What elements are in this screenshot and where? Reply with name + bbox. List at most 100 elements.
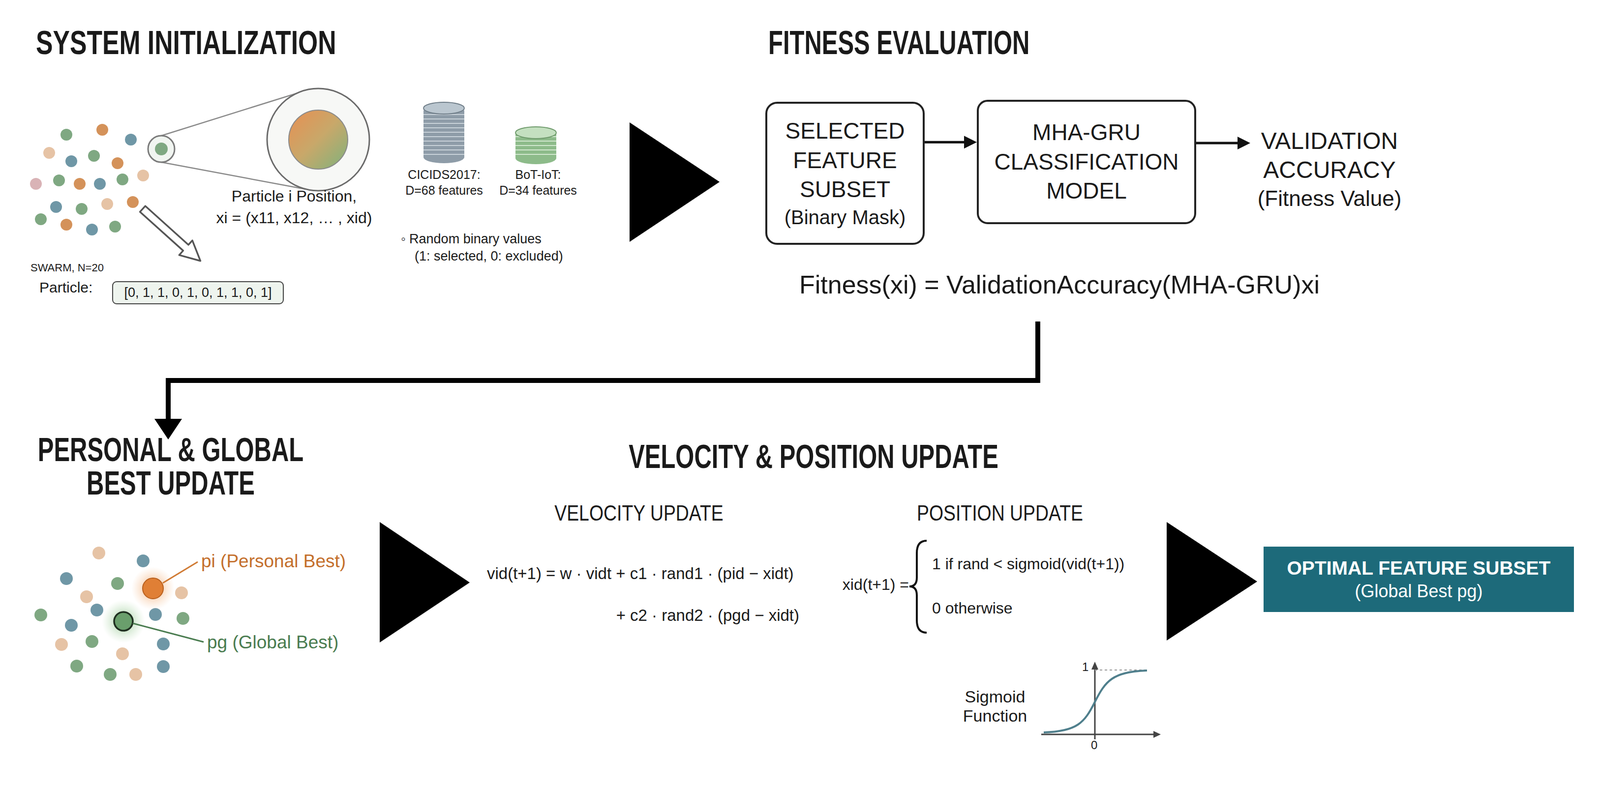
box-heading: OPTIMAL FEATURE SUBSET [1266,556,1571,581]
swarm-dot [176,612,190,626]
section-heading: FITNESS EVALUATION [768,22,1030,63]
swarm-dot [129,668,143,682]
box-heading: VALIDATION ACCURACY [1253,126,1406,185]
box-heading: MHA-GRU CLASSIFICATION MODEL [981,118,1192,207]
box-heading: SELECTED FEATURE SUBSET [770,116,920,205]
swarm-dot [30,178,42,190]
swarm-dot [149,608,162,622]
db-body [423,108,465,158]
section-heading: PERSONAL & GLOBAL BEST UPDATE [14,432,327,500]
particle-zoom [288,110,348,170]
flow-arrow [924,135,977,149]
swarm-dot [43,147,56,159]
particle-caption: Particle i Position, [171,186,418,206]
swarm-dot [111,577,124,591]
axis-tick: 0 [1090,738,1098,754]
flow-triangle [379,522,470,643]
box-subtext: (Global Best pg) [1266,580,1571,603]
swarm-dot [73,178,86,190]
swarm-dot [34,608,48,622]
swarm-dot [109,220,121,233]
swarm-dot [175,586,188,600]
swarm-dot [70,660,84,673]
magnifier [148,88,370,191]
position-formula: xid(t+1) = [785,575,909,595]
position-case: 0 otherwise [932,599,1013,618]
leader-line [132,623,204,643]
callout-label: pg (Global Best) [207,632,339,654]
axis-tick: 1 [1082,660,1089,675]
selected-particle [148,135,175,163]
swarm-dot [80,590,93,604]
swarm-dots [34,546,190,682]
swarm-dot [55,638,68,652]
sub-heading: VELOCITY UPDATE [513,500,765,527]
process-box: SELECTED FEATURE SUBSET(Binary Mask) [765,101,925,245]
swarm-dot [90,603,104,617]
swarm-dot [65,155,78,168]
swarm-dot [137,169,150,182]
axis [1041,734,1154,736]
swarm-dot [116,173,129,186]
swarm-dot [88,150,100,162]
best-glow [131,567,175,611]
swarm-dot [103,668,117,682]
swarm-dot [85,635,99,649]
arrow-head [1237,136,1251,150]
fitness-formula: Fitness(xi) = ValidationAccuracy(MHA-GRU… [799,269,1320,301]
database-icon [515,126,557,165]
swarm-dot [101,198,114,211]
result-box: OPTIMAL FEATURE SUBSET(Global Best pg) [1263,546,1574,613]
sub-heading: POSITION UPDATE [874,500,1126,527]
swarm-dot [60,128,73,141]
box-subtext: (Fitness Value) [1253,184,1406,213]
global-best-marker [114,612,133,632]
swarm-dot [93,178,106,190]
swarm-dot [86,223,98,236]
db-top [423,102,465,115]
swarm-dot [64,619,78,633]
flow-triangle [1166,522,1258,641]
dataset-size: D=34 features [491,182,585,198]
db-top [515,126,557,139]
database-icon [423,102,465,164]
velocity-formula: + c2 · rand2 · (pgd − xidt) [504,605,800,626]
dataset-name: CICIDS2017: [397,167,491,182]
note-text: (1: selected, 0: excluded) [414,248,564,265]
personal-best-marker [142,578,164,600]
arrow-head [964,135,977,149]
zoom-circle [267,88,370,191]
swarm-dot [92,546,106,560]
swarm-dot [156,637,170,651]
section-heading: SYSTEM INITIALIZATION [35,22,337,63]
particle-formula: xi = (x11, x12, … , xid) [171,208,418,228]
swarm-dot [136,554,150,568]
output-node: VALIDATION ACCURACY(Fitness Value) [1250,121,1409,218]
swarm-dot [96,123,109,136]
swarm-dot [75,203,88,215]
particle-box: [0, 1, 1, 0, 1, 0, 1, 1, 0, 1] [112,281,284,305]
best-glow [101,600,146,644]
velocity-formula: vid(t+1) = w · vidt + c1 · rand1 · (pid … [486,564,794,584]
swarm-dot [60,218,73,231]
swarm-dot [53,174,65,187]
flow-arrow [1196,136,1251,150]
swarm-dots [30,123,150,236]
box-heading: [0, 1, 1, 0, 1, 0, 1, 1, 0, 1] [116,286,280,300]
plot-caption: Sigmoid Function [952,687,1039,726]
swarm-dot [124,133,137,146]
particle-label: Particle: [39,278,93,297]
leader-line [162,562,198,584]
arrow-shaft [1196,141,1238,145]
sigmoid-plot [1041,662,1161,740]
flow-triangle [629,122,720,242]
feedback-arrow [168,321,1038,423]
swarm-label: SWARM, N=20 [30,261,104,275]
dataset-size: D=68 features [397,182,491,198]
note-text: ◦ Random binary values [400,231,542,247]
swarm-dot [111,157,124,170]
hollow-arrow [136,201,208,269]
dataset-name: BoT-IoT: [491,167,585,182]
swarm-dot [50,201,62,213]
